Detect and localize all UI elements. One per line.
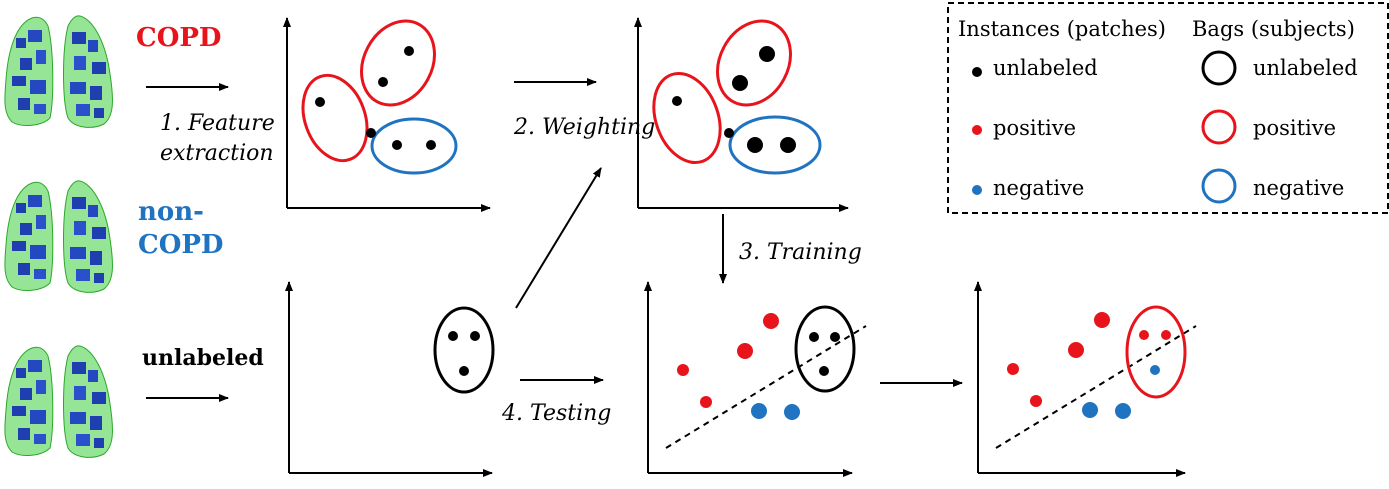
instance-dot — [315, 97, 325, 107]
instance-positive — [677, 364, 689, 376]
instance-dot — [459, 366, 469, 376]
instance-dot — [470, 331, 480, 341]
legend-bags-title: Bags (subjects) — [1192, 17, 1355, 41]
instance-positive — [737, 343, 753, 359]
label-unlabeled: unlabeled — [142, 345, 264, 371]
instance-positive — [1139, 330, 1149, 340]
step-feature-line2: extraction — [160, 141, 274, 166]
label-copd: COPD — [136, 23, 221, 53]
instance-dot — [724, 128, 734, 138]
instance-dot-large — [759, 46, 775, 62]
step-testing: 4. Testing — [501, 401, 611, 426]
bag-positive-2 — [360, 19, 436, 107]
bag-positive-1 — [301, 73, 369, 163]
instance-positive — [1007, 363, 1019, 375]
instance-positive — [1068, 342, 1084, 358]
legend: Instances (patches) Bags (subjects) unla… — [947, 2, 1389, 214]
legend-bag-positive-icon — [1201, 109, 1237, 145]
instance-dot — [392, 140, 402, 150]
legend-instance-positive-icon — [972, 125, 982, 135]
arrow-unlabeled-to-weighting — [515, 167, 602, 309]
plot-classified-result — [974, 281, 1197, 477]
instance-dot — [809, 332, 819, 342]
bag-negative-1 — [728, 115, 822, 175]
instance-dot-large — [780, 137, 796, 153]
bag-unlabeled — [433, 306, 495, 394]
step-weighting: 2. Weighting — [513, 115, 655, 140]
plot-classifier-test — [644, 281, 867, 477]
instance-negative — [751, 403, 767, 419]
decision-boundary — [995, 325, 1197, 449]
lung-copd-icon — [4, 15, 113, 128]
instance-negative — [1150, 365, 1160, 375]
legend-bag-positive-label: positive — [1253, 116, 1336, 140]
instance-dot — [448, 331, 458, 341]
legend-instance-unlabeled-icon — [972, 67, 982, 77]
plot-unlabeled-bag — [285, 281, 495, 477]
plot-training-bags — [283, 17, 491, 212]
bag-negative-1 — [370, 117, 458, 175]
bag-positive-1 — [652, 71, 722, 165]
instance-positive — [700, 396, 712, 408]
instance-dot — [378, 77, 388, 87]
instance-positive — [1161, 330, 1171, 340]
instance-positive — [763, 313, 779, 329]
instance-dot — [366, 128, 376, 138]
instance-dot-large — [747, 137, 763, 153]
instance-dot — [426, 140, 436, 150]
plot-weighted-bags — [634, 17, 849, 212]
legend-instances-title: Instances (patches) — [958, 17, 1166, 41]
instance-positive — [1030, 395, 1042, 407]
instance-positive — [1094, 312, 1110, 328]
lung-unlabeled-icon — [4, 345, 113, 458]
instance-dot-large — [732, 75, 748, 91]
legend-instance-positive-label: positive — [993, 116, 1076, 140]
legend-instance-unlabeled-label: unlabeled — [993, 56, 1098, 80]
legend-bag-negative-icon — [1201, 168, 1237, 204]
legend-instance-negative-label: negative — [993, 176, 1084, 200]
instance-dot — [819, 366, 829, 376]
legend-border — [947, 2, 1389, 214]
legend-bag-unlabeled-label: unlabeled — [1253, 56, 1358, 80]
step-training: 3. Training — [739, 240, 862, 265]
legend-instance-negative-icon — [972, 185, 982, 195]
legend-bag-negative-label: negative — [1253, 176, 1344, 200]
legend-bag-unlabeled-icon — [1201, 50, 1237, 86]
bag-unlabeled — [794, 305, 856, 393]
label-noncopd-line1: non- — [138, 197, 204, 227]
lung-noncopd-icon — [4, 180, 113, 293]
instance-negative — [1082, 402, 1098, 418]
instance-dot — [672, 96, 682, 106]
label-noncopd-line2: COPD — [138, 230, 223, 260]
bag-positive-2 — [716, 19, 792, 107]
instance-negative — [784, 404, 800, 420]
bag-positive-predicted — [1125, 305, 1187, 399]
step-feature-line1: 1. Feature — [160, 111, 275, 136]
instance-negative — [1115, 403, 1131, 419]
instance-dot — [404, 46, 414, 56]
instance-dot — [830, 332, 840, 342]
